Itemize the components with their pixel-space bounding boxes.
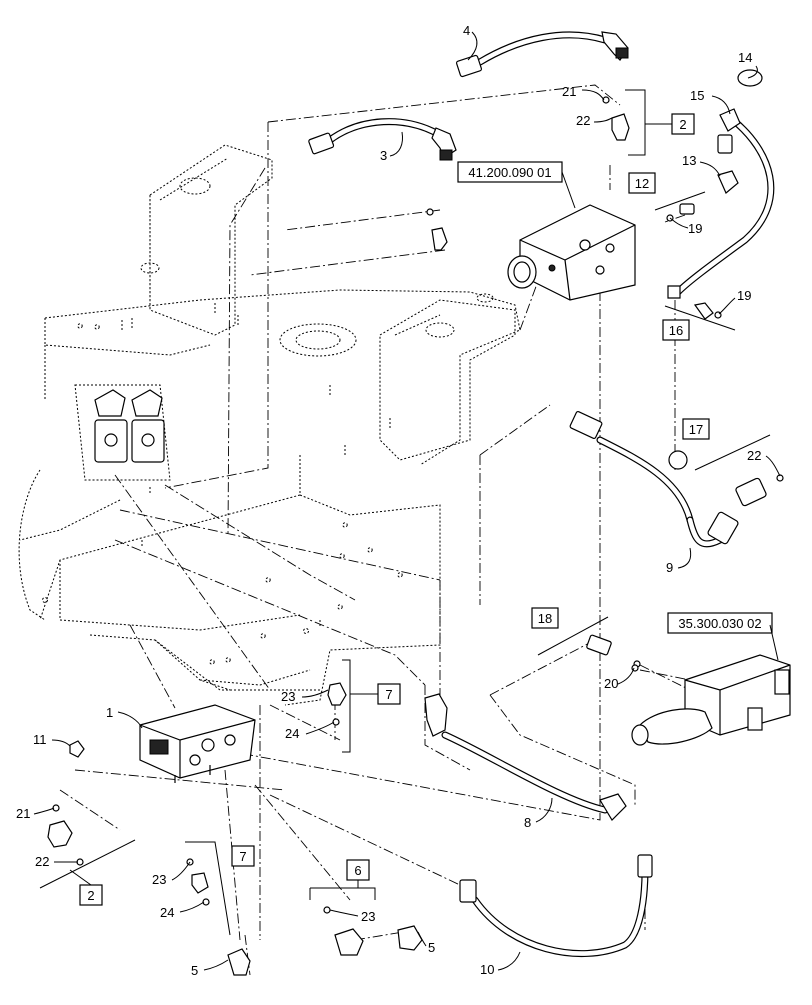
callout-22-top: 22 bbox=[576, 113, 590, 128]
callout-box-6[interactable]: 6 bbox=[346, 859, 370, 888]
callout-3: 3 bbox=[380, 148, 387, 163]
callout-10: 10 bbox=[480, 962, 494, 977]
callout-box-17[interactable]: 17 bbox=[682, 418, 710, 440]
callout-box-12[interactable]: 12 bbox=[628, 172, 656, 194]
callout-22-lower: 22 bbox=[35, 854, 49, 869]
callout-23-right: 23 bbox=[281, 689, 295, 704]
svg-text:7: 7 bbox=[385, 687, 392, 702]
callout-21-top: 21 bbox=[562, 84, 576, 99]
callout-8: 8 bbox=[524, 815, 531, 830]
svg-text:7: 7 bbox=[239, 849, 246, 864]
hose-3 bbox=[308, 118, 457, 161]
svg-text:12: 12 bbox=[635, 176, 649, 191]
callout-23-center: 23 bbox=[361, 909, 375, 924]
callout-box-16[interactable]: 16 bbox=[662, 319, 690, 341]
ref-box-41[interactable]: 41.200.090 01 bbox=[457, 161, 576, 209]
hose-8 bbox=[424, 693, 627, 821]
callout-box-7-right[interactable]: 7 bbox=[350, 683, 401, 705]
valve-left-pair bbox=[94, 389, 165, 463]
callout-5-center: 5 bbox=[428, 940, 435, 955]
callout-22-right: 22 bbox=[747, 448, 761, 463]
callout-box-18[interactable]: 18 bbox=[531, 607, 559, 629]
callout-box-2-lower[interactable]: 2 bbox=[69, 869, 103, 906]
callout-23-lower: 23 bbox=[152, 872, 166, 887]
callout-20: 20 bbox=[604, 676, 618, 691]
callout-19-top: 19 bbox=[688, 221, 702, 236]
callout-14: 14 bbox=[738, 50, 752, 65]
svg-text:16: 16 bbox=[669, 323, 683, 338]
callout-box-7-lower[interactable]: 7 bbox=[231, 845, 255, 867]
ref-label-35: 35.300.030 02 bbox=[678, 616, 761, 631]
fittings bbox=[47, 96, 784, 976]
hose-4 bbox=[455, 31, 629, 78]
callout-24-lower: 24 bbox=[160, 905, 174, 920]
valve-block-center bbox=[507, 204, 636, 301]
svg-text:2: 2 bbox=[87, 888, 94, 903]
valve-1 bbox=[139, 704, 256, 783]
svg-text:17: 17 bbox=[689, 422, 703, 437]
hose-9 bbox=[569, 410, 739, 548]
svg-text:6: 6 bbox=[354, 863, 361, 878]
callout-9: 9 bbox=[666, 560, 673, 575]
callout-24-right: 24 bbox=[285, 726, 299, 741]
callout-numbers: 4 14 15 21 22 3 13 19 19 22 9 20 1 23 24… bbox=[16, 23, 781, 978]
hose-15 bbox=[667, 108, 775, 299]
ref-label-41: 41.200.090 01 bbox=[468, 165, 551, 180]
callout-box-2-top[interactable]: 2 bbox=[645, 113, 695, 135]
callout-1: 1 bbox=[106, 705, 113, 720]
callout-5-left: 5 bbox=[191, 963, 198, 978]
callout-4: 4 bbox=[463, 23, 470, 38]
cylinder-35 bbox=[631, 654, 791, 746]
bracket-lines bbox=[39, 89, 771, 936]
callout-15: 15 bbox=[690, 88, 704, 103]
machine-frame bbox=[18, 144, 521, 706]
callout-13: 13 bbox=[682, 153, 696, 168]
svg-text:18: 18 bbox=[538, 611, 552, 626]
ref-box-35[interactable]: 35.300.030 02 bbox=[667, 612, 779, 661]
hose-10 bbox=[459, 854, 653, 958]
callout-19-lower: 19 bbox=[737, 288, 751, 303]
svg-text:2: 2 bbox=[679, 117, 686, 132]
callout-21-lower: 21 bbox=[16, 806, 30, 821]
callout-11: 11 bbox=[33, 732, 47, 747]
